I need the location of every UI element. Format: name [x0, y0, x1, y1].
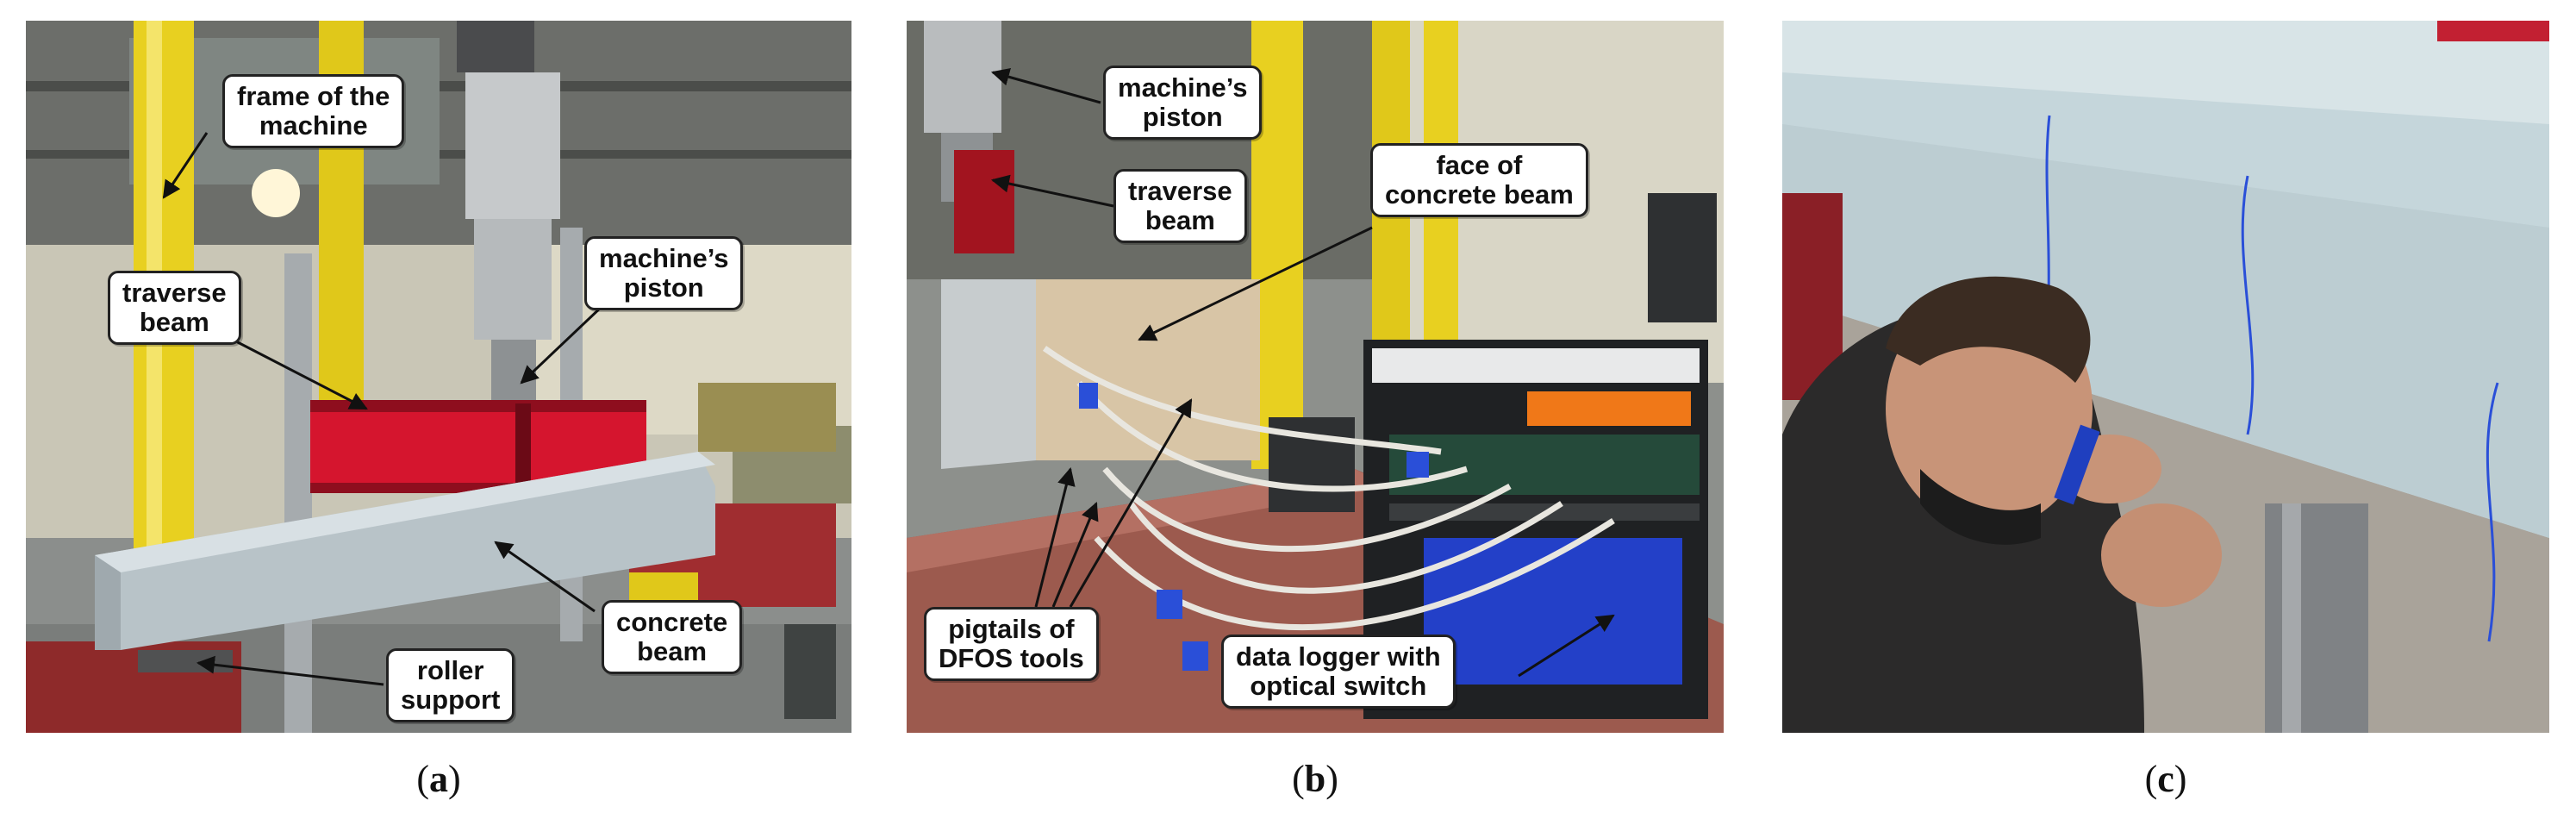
callout-frame-of-machine: frame of the machine: [222, 74, 405, 148]
callout-roller-support: roller support: [386, 648, 515, 722]
panel-label-a: (a): [416, 758, 461, 800]
callout-arrows-a: [162, 132, 605, 686]
callout-traverse-beam: traverse beam: [108, 271, 241, 345]
callout-concrete-beam: concrete beam: [602, 600, 743, 674]
panel-label-c: (c): [2144, 758, 2187, 800]
callout-traverse-beam-b: traverse beam: [1113, 169, 1247, 243]
lab-photo-c: [1782, 21, 2549, 733]
callout-pigtails-dfos-tools: pigtails of DFOS tools: [924, 607, 1099, 681]
photo-panel-c: [1782, 21, 2549, 733]
callout-data-logger-optical-switch: data logger with optical switch: [1221, 635, 1456, 709]
callout-face-of-concrete-beam: face of concrete beam: [1370, 143, 1588, 217]
callout-machines-piston-b: machine’s piston: [1103, 66, 1263, 140]
photo-panel-a: frame of the machine machine’s piston tr…: [26, 21, 851, 733]
panel-label-b: (b): [1292, 758, 1338, 800]
photo-panel-b: machine’s piston traverse beam face of c…: [907, 21, 1724, 733]
callout-machines-piston: machine’s piston: [584, 236, 744, 310]
callout-arrows-b: [990, 67, 1615, 678]
